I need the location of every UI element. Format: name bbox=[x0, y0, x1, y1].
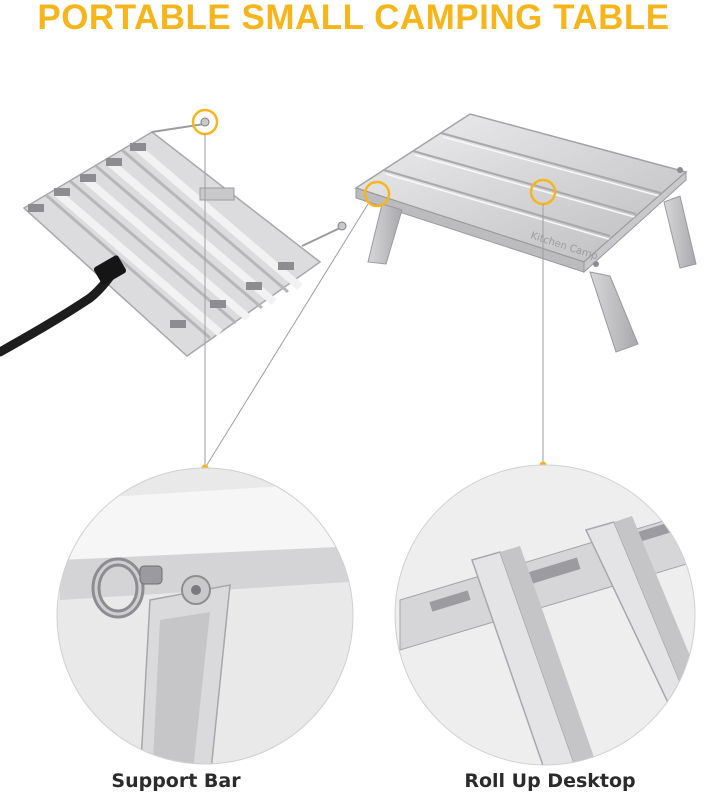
roll-up-desktop-zoom bbox=[394, 464, 696, 766]
page-title: PORTABLE SMALL CAMPING TABLE bbox=[37, 0, 670, 37]
support-bar-zoom bbox=[56, 467, 354, 765]
roll-up-desktop-caption: Roll Up Desktop bbox=[464, 770, 636, 792]
assembled-table: Kitchen Camp bbox=[354, 113, 697, 353]
folded-table bbox=[0, 117, 347, 357]
support-bar-caption: Support Bar bbox=[111, 770, 241, 792]
callout-lines bbox=[191, 108, 557, 472]
support-bar-marker-table bbox=[363, 180, 391, 208]
